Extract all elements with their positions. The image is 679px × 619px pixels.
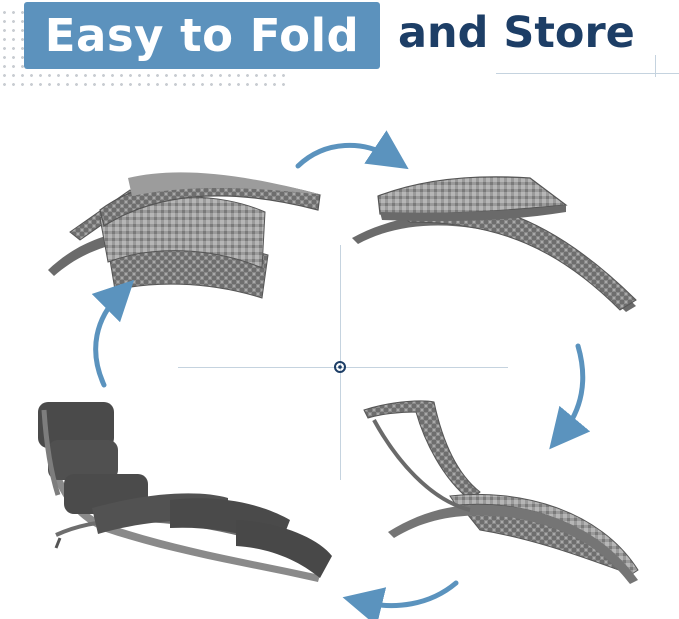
title-rest-text: and Store [398,8,635,58]
arrow-up-icon [91,279,135,388]
center-guide-horizontal [178,367,508,368]
arrow-down-icon [549,343,591,450]
lounger-folded [48,172,322,299]
title-highlight-text: Easy to Fold [44,9,360,62]
arrow-right-icon [295,130,409,170]
title-highlight-box: Easy to Fold [24,2,380,69]
center-crosshair-icon [334,361,346,373]
header-guide-tick [655,55,656,77]
lounger-with-cushion [38,402,332,582]
lounger-unfolded [363,400,639,584]
lounger-half-folded [352,176,637,312]
arrow-left-icon [342,580,459,619]
header-guide-line [496,73,679,74]
